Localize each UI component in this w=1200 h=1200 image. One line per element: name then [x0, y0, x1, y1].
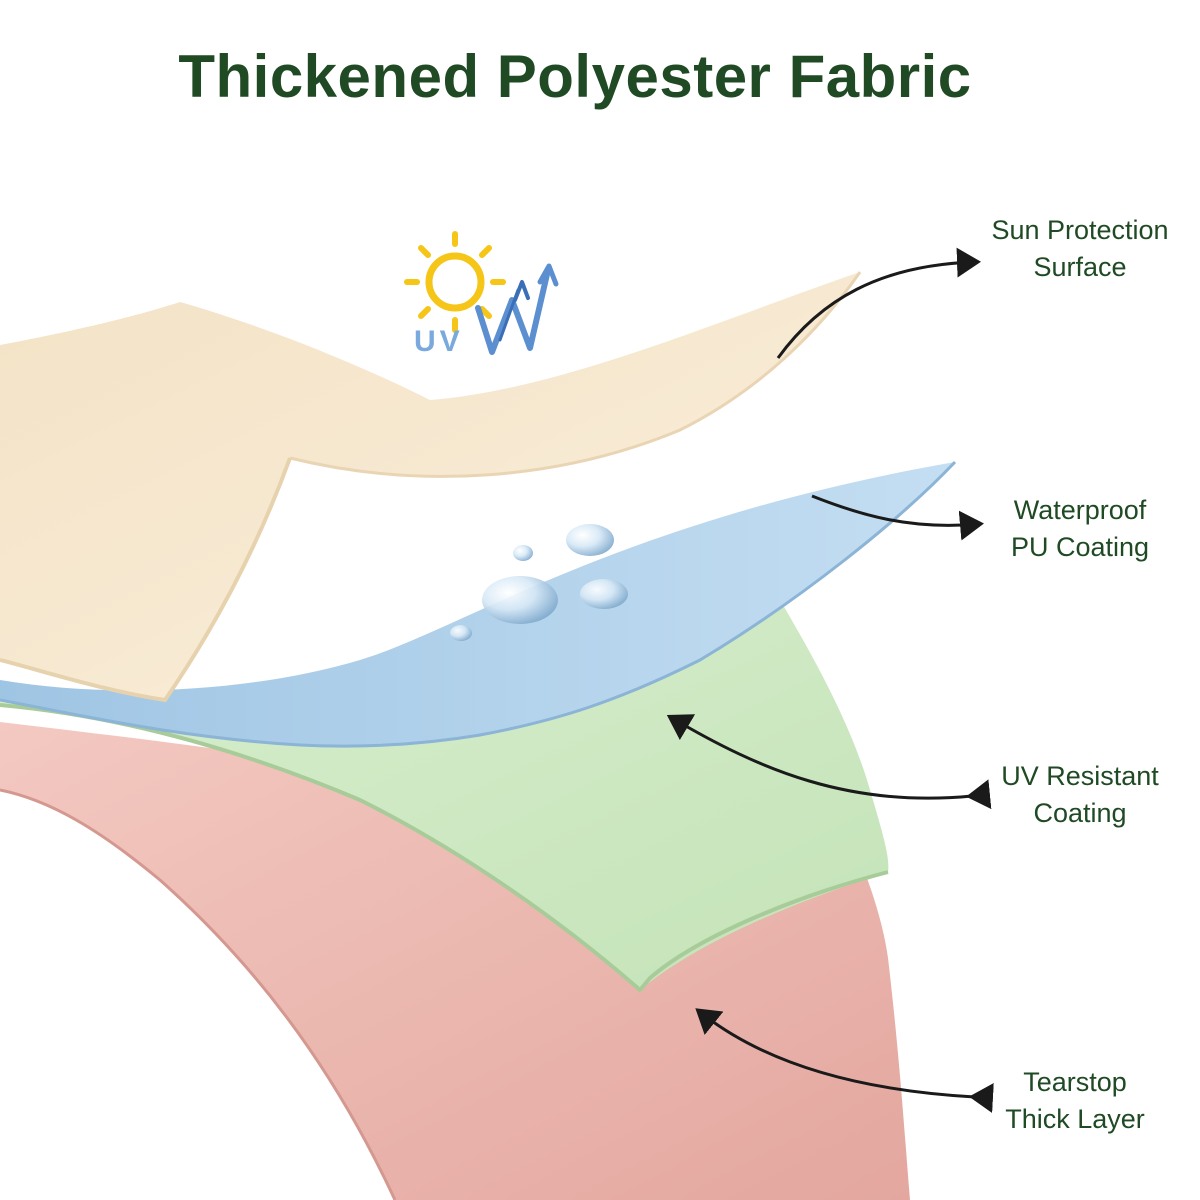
label-line: PU Coating — [1010, 532, 1150, 562]
label-line: Sun Protection — [991, 215, 1169, 245]
arrow-tearstop — [695, 1008, 994, 1113]
waterproof-layer — [0, 460, 957, 748]
arrow-uv-resistant — [666, 714, 992, 810]
label-line: Tearstop — [1023, 1067, 1127, 1097]
uv-badge-text: UV — [414, 325, 464, 358]
label-sun-protection: Sun Protection Surface — [960, 212, 1200, 286]
water-drops — [450, 524, 628, 641]
label-line: Waterproof — [1013, 495, 1147, 525]
label-line: UV Resistant — [1001, 761, 1159, 791]
page-title: Thickened Polyester Fabric — [178, 43, 972, 110]
water-drop — [566, 524, 614, 556]
sun-icon — [404, 231, 506, 333]
arrow-waterproof — [811, 494, 984, 541]
callout-arrows — [666, 247, 994, 1113]
water-drop — [513, 545, 533, 561]
water-drop — [482, 576, 558, 624]
label-line: Coating — [1033, 798, 1127, 828]
label-uv-resistant: UV Resistant Coating — [970, 758, 1190, 832]
uv-arrows-icon — [475, 263, 559, 355]
water-drop — [450, 625, 472, 641]
label-line: Thick Layer — [1005, 1104, 1145, 1134]
arrow-sun-protection — [776, 247, 981, 359]
label-waterproof: Waterproof PU Coating — [985, 492, 1175, 566]
label-line: Surface — [1033, 252, 1127, 282]
sun-protection-layer — [0, 271, 862, 703]
water-drop — [580, 579, 628, 609]
label-tearstop: Tearstop Thick Layer — [975, 1064, 1175, 1138]
